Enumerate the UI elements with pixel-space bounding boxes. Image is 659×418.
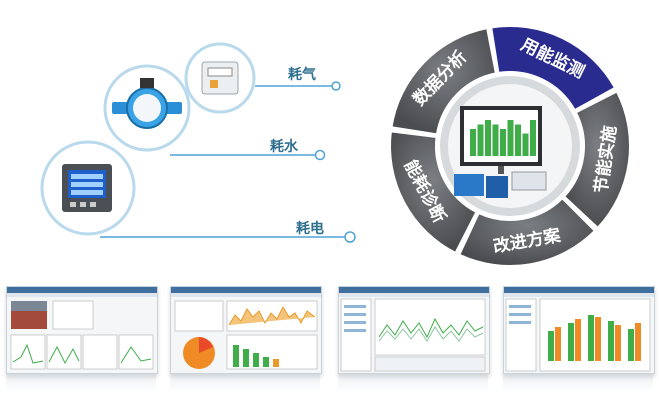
- center-chart-bar: [470, 129, 476, 156]
- water-connector-dot: [314, 149, 326, 161]
- center-monitor-icon: [454, 106, 547, 198]
- gas-meter-icon: [184, 42, 256, 114]
- cycle-segments: [389, 25, 631, 267]
- water-label: 耗水: [270, 139, 298, 155]
- center-chart-bar: [530, 120, 536, 156]
- electric-connector-dot: [344, 231, 356, 243]
- cycle-segment-0: [490, 25, 617, 112]
- center-chart-bar: [507, 120, 514, 156]
- gas-label: 耗气: [288, 67, 316, 83]
- electric-label: 耗电: [296, 221, 324, 237]
- cycle-segment-4: [390, 27, 498, 136]
- water-meter-icon: [103, 64, 191, 152]
- thumbnail-analysis: [170, 286, 322, 374]
- electric-meter-icon: [40, 140, 136, 236]
- center-chart-bar: [500, 129, 506, 156]
- center-chart-bar: [492, 124, 499, 156]
- meters-diagram: [40, 42, 356, 243]
- center-chart-bar: [485, 120, 491, 156]
- thumbnail-monitoring: [6, 286, 158, 374]
- cycle-segment-1: [562, 90, 631, 230]
- center-chart-bar: [515, 124, 521, 156]
- thumbnail-comparison: [503, 286, 655, 374]
- center-chart-bar: [522, 133, 529, 156]
- cycle-segment-2: [457, 196, 597, 267]
- gas-connector-dot: [331, 81, 341, 91]
- thumbnail-trend: [338, 286, 490, 374]
- center-chart-bar: [477, 124, 484, 156]
